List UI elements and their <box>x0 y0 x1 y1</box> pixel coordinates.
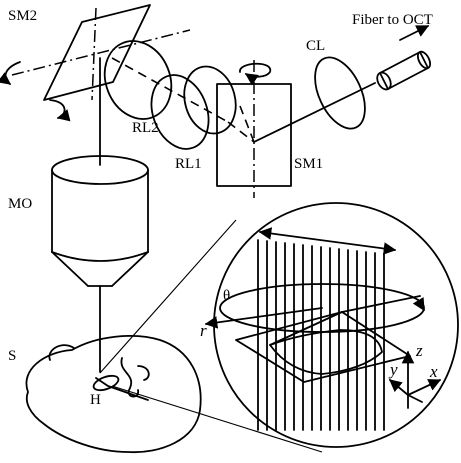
label-cl: CL <box>306 38 325 54</box>
zoom-line-lower <box>111 385 323 453</box>
label-y: y <box>388 360 398 379</box>
sm2-mirror <box>0 4 191 122</box>
scan-lines <box>257 239 385 431</box>
fiber-connector <box>376 25 432 91</box>
label-sm1: SM1 <box>294 156 323 172</box>
label-h: H <box>90 392 101 408</box>
label-theta: θ <box>223 288 230 304</box>
zoom-line-upper <box>99 219 237 374</box>
brain-sample <box>25 335 202 454</box>
xyz-axes <box>389 350 442 409</box>
label-rl2: RL2 <box>132 120 159 136</box>
rl2-relay-lens <box>103 40 173 120</box>
label-sm2: SM2 <box>8 8 37 24</box>
probe-hole <box>92 374 149 401</box>
beam-sm1-to-fiber <box>253 82 376 143</box>
r-axis <box>204 307 323 329</box>
label-rl1: RL1 <box>175 156 202 172</box>
rl1-relay-lens <box>150 74 210 150</box>
label-r: r <box>200 321 207 340</box>
mo-objective <box>51 155 149 373</box>
label-mo: MO <box>8 196 32 212</box>
sm1-mirror <box>216 60 292 198</box>
relay-lens-middle <box>183 65 237 135</box>
label-x: x <box>429 362 438 381</box>
label-z: z <box>415 341 423 360</box>
sample-section <box>269 329 383 375</box>
scan-range-arrow <box>258 227 397 255</box>
label-s: S <box>8 348 16 364</box>
cl-collimating-lens <box>314 56 366 130</box>
label-fiber: Fiber to OCT <box>352 12 433 28</box>
